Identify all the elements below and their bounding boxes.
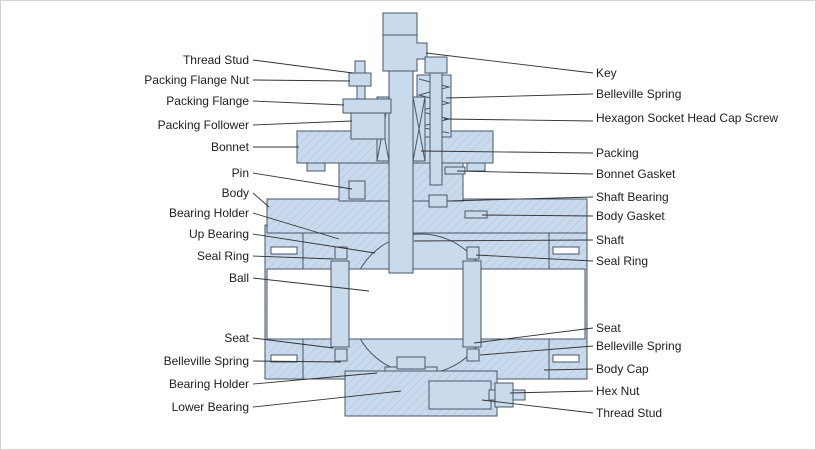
part-label-packing-follower: Packing Follower — [157, 118, 249, 132]
part-label-bearing-holder-bot: Bearing Holder — [168, 377, 249, 391]
flange-bolt-hole — [270, 246, 298, 255]
seal-ring-shape — [334, 246, 348, 260]
part-label-ball: Ball — [228, 271, 249, 285]
valve-parts — [264, 12, 588, 417]
part-label-key: Key — [596, 66, 617, 80]
seal-ring-shape — [466, 348, 480, 362]
lower-bearing-shape — [396, 356, 426, 370]
bonnet-bolt-shape — [306, 162, 326, 172]
part-label-hex-nut: Hex Nut — [596, 384, 640, 398]
part-label-seat-left: Seat — [224, 331, 249, 345]
left-seat-shape — [330, 260, 350, 348]
seal-ring-shape — [334, 348, 348, 362]
bonnet-gasket-shape — [444, 166, 466, 175]
packing-flange-nut-shape — [348, 72, 372, 87]
part-label-pin: Pin — [231, 166, 249, 180]
part-label-cap-screw: Hexagon Socket Head Cap Screw — [596, 111, 779, 125]
part-label-thread-stud-bottom: Thread Stud — [596, 406, 663, 420]
part-label-belleville-top: Belleville Spring — [596, 87, 682, 101]
part-label-shaft: Shaft — [596, 233, 625, 247]
flange-bolt-hole — [552, 354, 580, 363]
part-label-belleville-bot: Belleville Spring — [596, 339, 682, 353]
flange-bolt-hole — [270, 354, 298, 363]
part-label-seat-right: Seat — [596, 321, 621, 335]
part-label-body: Body — [221, 186, 249, 200]
part-label-seal-ring-left: Seal Ring — [196, 249, 249, 263]
part-label-bonnet: Bonnet — [210, 140, 249, 154]
part-label-belleville-left: Belleville Spring — [163, 354, 249, 368]
part-label-up-bearing: Up Bearing — [188, 227, 249, 241]
flange-bolt-hole — [552, 246, 580, 255]
shaft-bearing-shape — [428, 194, 448, 208]
bonnet-bolt-shape — [466, 162, 486, 172]
part-label-body-cap: Body Cap — [596, 362, 649, 376]
seal-ring-shape — [466, 246, 480, 260]
bore-shape — [266, 268, 586, 340]
packing-shape — [412, 96, 426, 162]
packing-flange-shape — [342, 98, 392, 114]
part-label-seal-ring-right: Seal Ring — [596, 254, 649, 268]
part-label-lower-bearing: Lower Bearing — [171, 400, 249, 414]
part-label-shaft-bearing: Shaft Bearing — [596, 190, 669, 204]
part-label-body-gasket: Body Gasket — [596, 209, 665, 223]
bottom-boss-shape — [428, 380, 492, 410]
part-label-packing: Packing — [596, 146, 639, 160]
shaft-shape — [388, 64, 414, 274]
part-label-bonnet-gasket: Bonnet Gasket — [596, 167, 676, 181]
part-label-packing-flange: Packing Flange — [166, 94, 249, 108]
cap-screw-head-shape — [424, 56, 448, 74]
part-label-packing-flange-nut: Packing Flange Nut — [144, 73, 249, 87]
part-label-bearing-holder-top: Bearing Holder — [168, 206, 249, 220]
pin-shape — [348, 180, 366, 200]
body-top-flange-shape — [266, 198, 588, 234]
body-gasket-shape — [464, 210, 488, 219]
right-seat-shape — [462, 260, 482, 348]
leader-lines — [252, 52, 594, 414]
hex-nut-shape — [494, 382, 514, 408]
packing-follower-shape — [350, 112, 386, 140]
part-label-thread-stud: Thread Stud — [182, 53, 249, 67]
cap-screw-shaft-shape — [429, 72, 443, 186]
stem-top-key-shape — [382, 12, 428, 72]
